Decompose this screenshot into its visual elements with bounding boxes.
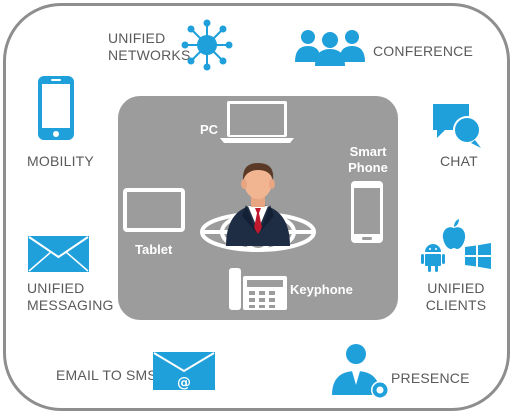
smartphone-icon <box>351 181 383 243</box>
os-platforms-icon <box>421 219 491 272</box>
label-unified-clients: UNIFIED CLIENTS <box>425 280 487 313</box>
label-pc: PC <box>200 122 219 137</box>
email-at-icon: @ <box>153 352 215 391</box>
label-unified-networks: UNIFIED NETWORKS <box>108 30 191 63</box>
envelope-icon <box>28 236 89 272</box>
label-tablet: Tablet <box>135 242 173 257</box>
people-group-icon <box>295 30 365 66</box>
laptop-icon <box>220 101 294 143</box>
label-email-to-sms: EMAIL TO SMS <box>56 367 157 383</box>
chat-bubbles-icon <box>433 104 481 148</box>
tablet-icon <box>123 188 185 232</box>
svg-text:@: @ <box>177 375 191 391</box>
label-chat: CHAT <box>440 153 478 169</box>
desk-phone-icon <box>229 268 287 310</box>
label-keyphone: Keyphone <box>290 282 353 297</box>
label-smart-phone: Smart Phone <box>348 144 388 175</box>
label-unified-messaging: UNIFIED MESSAGING <box>27 280 114 313</box>
label-presence: PRESENCE <box>391 370 470 386</box>
mobile-phone-icon <box>38 76 74 140</box>
user-presence-icon <box>332 344 389 399</box>
businessman-globe-icon <box>200 163 316 252</box>
label-mobility: MOBILITY <box>27 153 94 169</box>
label-conference: CONFERENCE <box>373 43 474 59</box>
network-hub-icon <box>181 19 233 71</box>
